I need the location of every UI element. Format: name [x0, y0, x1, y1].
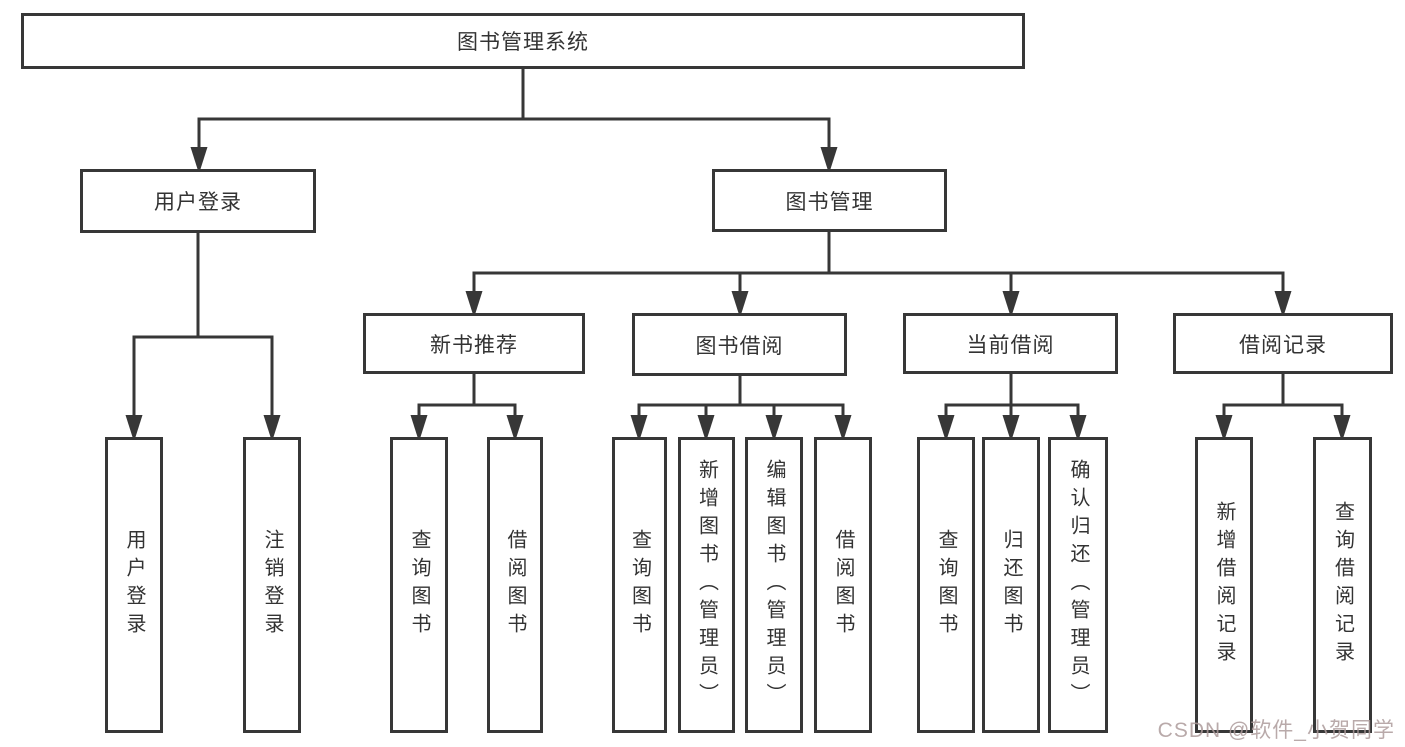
- node-user-login: 用户登录: [80, 169, 316, 233]
- leaf-bb-query-book: 查询图书: [612, 437, 667, 733]
- arrowhead-icon: [630, 415, 648, 437]
- node-book-borrow: 图书借阅: [632, 313, 847, 376]
- arrowhead-icon: [834, 415, 852, 437]
- leaf-br-add-record: 新增借阅记录: [1195, 437, 1253, 733]
- node-library-system: 图书管理系统: [21, 13, 1025, 69]
- leaf-bb-query-book-label: 查询图书: [628, 529, 651, 641]
- arrowhead-icon: [1002, 291, 1020, 313]
- node-book-management-label: 图书管理: [785, 190, 874, 214]
- arrowhead-icon: [1215, 415, 1233, 437]
- node-user-login-label: 用户登录: [154, 191, 242, 214]
- leaf-cb-query-book-label: 查询图书: [935, 529, 957, 641]
- leaf-bb-edit-book-admin-label: 编辑图书（管理员）: [763, 459, 785, 711]
- leaf-user-login-label: 用户登录: [123, 529, 145, 641]
- arrowhead-icon: [125, 415, 143, 437]
- arrowhead-icon: [410, 415, 428, 437]
- arrowhead-icon: [1069, 415, 1087, 437]
- arrowhead-icon: [263, 415, 281, 437]
- leaf-bb-borrow-book-label: 借阅图书: [832, 529, 854, 641]
- node-new-book-recommend-label: 新书推荐: [430, 333, 518, 357]
- node-borrow-record-label: 借阅记录: [1239, 333, 1327, 357]
- leaf-br-query-record-label: 查询借阅记录: [1331, 501, 1354, 669]
- leaf-logout-label: 注销登录: [261, 529, 283, 641]
- node-library-system-label: 图书管理系统: [457, 31, 589, 54]
- leaf-user-login: 用户登录: [105, 437, 163, 733]
- node-book-borrow-label: 图书借阅: [695, 334, 784, 358]
- leaf-br-query-record: 查询借阅记录: [1313, 437, 1372, 733]
- leaf-cb-confirm-return-admin: 确认归还（管理员）: [1048, 437, 1108, 733]
- arrowhead-icon: [731, 291, 749, 313]
- arrowhead-icon: [937, 415, 955, 437]
- arrowhead-icon: [1274, 291, 1292, 313]
- node-current-borrow: 当前借阅: [903, 313, 1118, 374]
- arrowhead-icon: [820, 147, 838, 169]
- node-book-management: 图书管理: [712, 169, 947, 232]
- leaf-nb-borrow-book-label: 借阅图书: [504, 529, 526, 641]
- node-new-book-recommend: 新书推荐: [363, 313, 585, 374]
- leaf-cb-return-book: 归还图书: [982, 437, 1040, 733]
- arrowhead-icon: [465, 291, 483, 313]
- leaf-bb-add-book-admin-label: 新增图书（管理员）: [695, 459, 718, 711]
- node-borrow-record: 借阅记录: [1173, 313, 1393, 374]
- leaf-nb-query-book-label: 查询图书: [408, 529, 430, 641]
- leaf-cb-confirm-return-admin-label: 确认归还（管理员）: [1067, 459, 1089, 711]
- arrowhead-icon: [765, 415, 783, 437]
- csdn-watermark: CSDN @软件_小贺同学: [1157, 719, 1395, 742]
- arrowhead-icon: [1333, 415, 1351, 437]
- arrowhead-icon: [1002, 415, 1020, 437]
- arrowhead-icon: [697, 415, 715, 437]
- node-current-borrow-label: 当前借阅: [966, 333, 1055, 357]
- leaf-br-add-record-label: 新增借阅记录: [1213, 501, 1235, 669]
- leaf-cb-query-book: 查询图书: [917, 437, 975, 733]
- leaf-bb-add-book-admin: 新增图书（管理员）: [678, 437, 735, 733]
- leaf-cb-return-book-label: 归还图书: [1000, 529, 1022, 641]
- arrowhead-icon: [506, 415, 524, 437]
- leaf-bb-edit-book-admin: 编辑图书（管理员）: [745, 437, 803, 733]
- arrowhead-icon: [190, 147, 208, 169]
- leaf-logout: 注销登录: [243, 437, 301, 733]
- leaf-nb-borrow-book: 借阅图书: [487, 437, 543, 733]
- leaf-nb-query-book: 查询图书: [390, 437, 448, 733]
- leaf-bb-borrow-book: 借阅图书: [814, 437, 872, 733]
